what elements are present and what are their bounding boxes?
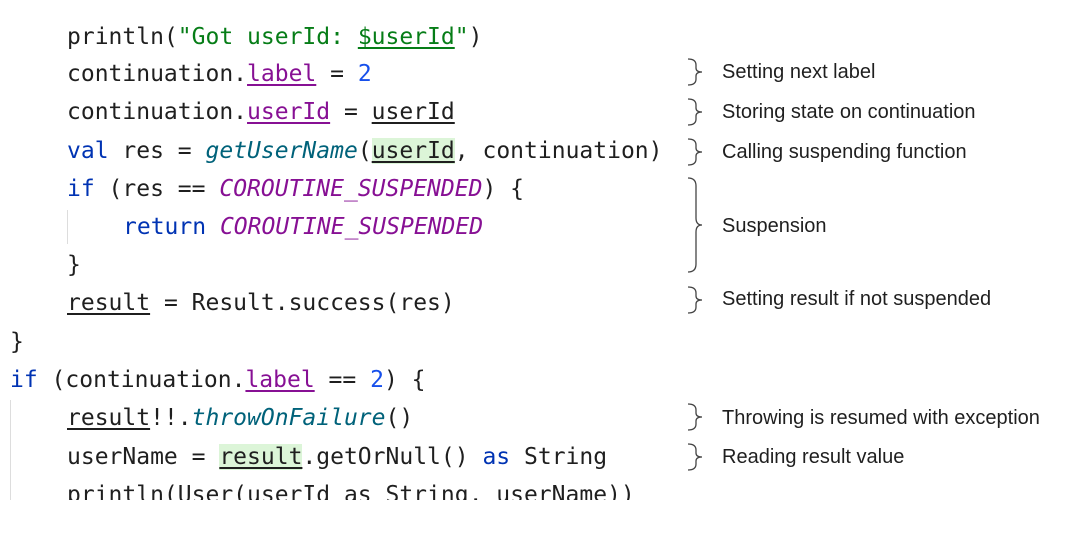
code-line-close-brace-outer: } <box>0 323 24 361</box>
brace-icon <box>687 138 703 166</box>
code-line-store-userid: continuation.userId = userId <box>67 99 455 125</box>
code-line-println-got-userid: println("Got userId: $userId") <box>67 24 483 50</box>
code-token: result <box>67 405 151 431</box>
indent-guide <box>67 210 68 244</box>
code-token: getUserName <box>205 138 358 164</box>
code-token: " <box>454 24 469 50</box>
code-token: == <box>314 367 371 393</box>
code-token: result <box>67 290 151 316</box>
code-line-call-getusername: val res = getUserName(userId, continuati… <box>67 138 663 164</box>
code-line-read-username: userName = result.getOrNull() as String <box>67 444 608 470</box>
code-token: COROUTINE_SUSPENDED <box>219 214 484 240</box>
code-token: userName <box>67 444 178 470</box>
code-token: == <box>163 176 220 202</box>
code-token: result <box>219 444 303 470</box>
code-token: userId <box>371 138 455 164</box>
indent-guide <box>10 400 11 500</box>
code-line-close-brace: } <box>0 246 81 284</box>
brace-icon <box>687 443 703 471</box>
code-token: continuation <box>65 367 232 393</box>
code-line-set-label: continuation.label = 2 <box>67 61 372 87</box>
code-token: res <box>122 176 164 202</box>
annotation-storing-state: Storing state on continuation <box>722 101 976 123</box>
code-line-println-user: println(User(userId as String, userName)… <box>0 476 635 500</box>
code-panel: println("Got userId: $userId") continuat… <box>0 24 663 500</box>
code-token: 2 <box>370 367 384 393</box>
annotation-throwing-resumed: Throwing is resumed with exception <box>722 407 1040 429</box>
brace-icon <box>687 98 703 126</box>
code-line-set-result: result = Result.success(res) <box>67 290 455 316</box>
code-line-if-label-2: if (continuation.label == 2) { <box>10 367 426 393</box>
code-token: COROUTINE_SUSPENDED <box>219 176 483 202</box>
code-token: userId <box>371 99 455 125</box>
code-token: "Got userId: <box>177 24 358 50</box>
annotation-suspension: Suspension <box>722 215 827 237</box>
code-token: } <box>67 252 81 278</box>
code-token: if <box>67 176 95 202</box>
code-token: Result.success(res) <box>191 290 455 316</box>
code-line-return-suspended: return COROUTINE_SUSPENDED <box>0 208 483 246</box>
code-line-if-suspended: if (res == COROUTINE_SUSPENDED) { <box>67 176 524 202</box>
code-token: String <box>524 444 608 470</box>
code-token: continuation <box>67 99 234 125</box>
annotation-calling-suspending: Calling suspending function <box>722 141 967 163</box>
code-token: continuation <box>482 138 649 164</box>
code-token: return <box>123 214 207 240</box>
code-token: println <box>67 24 164 50</box>
code-token: } <box>10 329 24 355</box>
code-token: .getOrNull() <box>302 444 483 470</box>
code-token: 2 <box>357 61 372 87</box>
code-line-throw-on-failure: result!!.throwOnFailure() <box>67 405 414 431</box>
code-token: label <box>247 61 317 87</box>
code-token: label <box>245 367 315 393</box>
code-token: if <box>10 367 38 393</box>
brace-icon <box>687 403 703 431</box>
code-token: println(User(userId as String, userName)… <box>67 482 635 500</box>
code-token: res <box>122 138 164 164</box>
code-token: $userId <box>357 24 455 50</box>
annotation-setting-next-label: Setting next label <box>722 61 876 83</box>
brace-icon <box>687 177 703 273</box>
code-token: as <box>482 444 511 470</box>
brace-icon <box>687 58 703 86</box>
code-token: userId <box>247 99 331 125</box>
annotation-reading-result: Reading result value <box>722 446 905 468</box>
code-token: val <box>67 138 109 164</box>
brace-icon <box>687 286 703 314</box>
annotation-setting-result: Setting result if not suspended <box>722 288 992 310</box>
code-token: throwOnFailure <box>191 405 386 431</box>
code-token: continuation <box>67 61 234 87</box>
